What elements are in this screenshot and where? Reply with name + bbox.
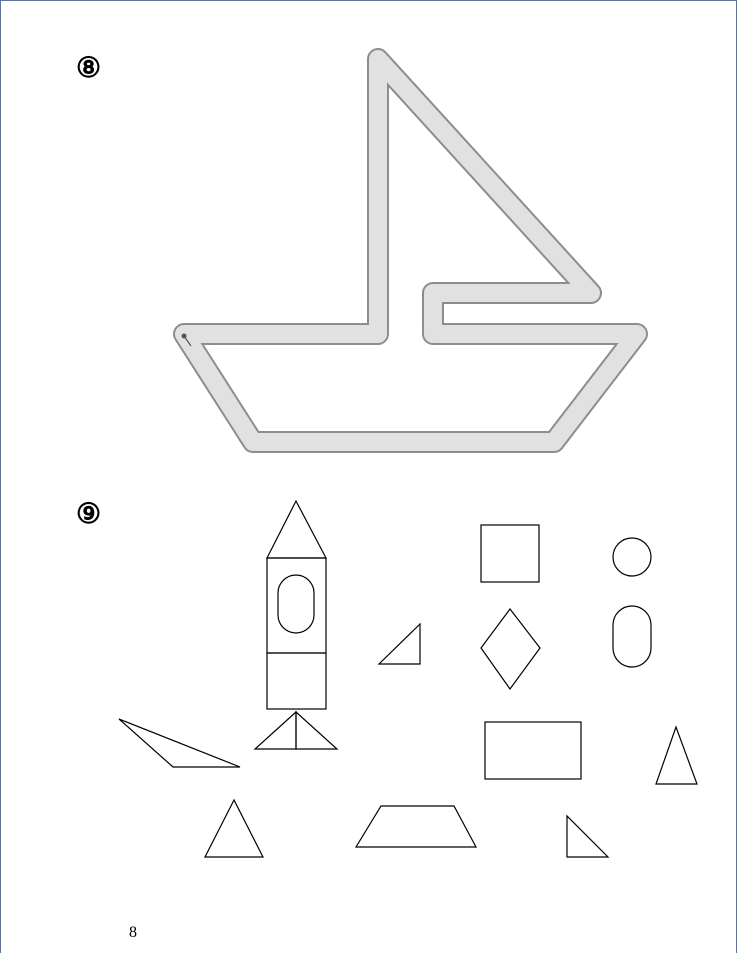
rocket-fin-triangle-right	[296, 712, 337, 749]
rocket-body-lower-rect	[267, 653, 326, 709]
obtuse-triangle	[119, 719, 240, 767]
small-right-triangle	[379, 624, 420, 664]
rocket-window-oval	[278, 575, 314, 633]
rocket-tip-triangle	[267, 501, 326, 558]
rectangle-shape	[485, 722, 581, 779]
rocket-body-upper-rect	[267, 558, 326, 653]
equilateral-triangle	[205, 800, 263, 857]
trapezoid-shape	[356, 806, 476, 847]
rocket-fin-triangle-left	[255, 712, 296, 749]
square-shape	[481, 525, 539, 582]
circle-shape	[613, 538, 651, 576]
isosceles-triangle-right	[656, 727, 697, 784]
page-number: 8	[129, 924, 137, 942]
rhombus-shape	[481, 609, 540, 689]
small-right-triangle-bottom	[567, 816, 608, 857]
oval-shape	[613, 606, 651, 667]
